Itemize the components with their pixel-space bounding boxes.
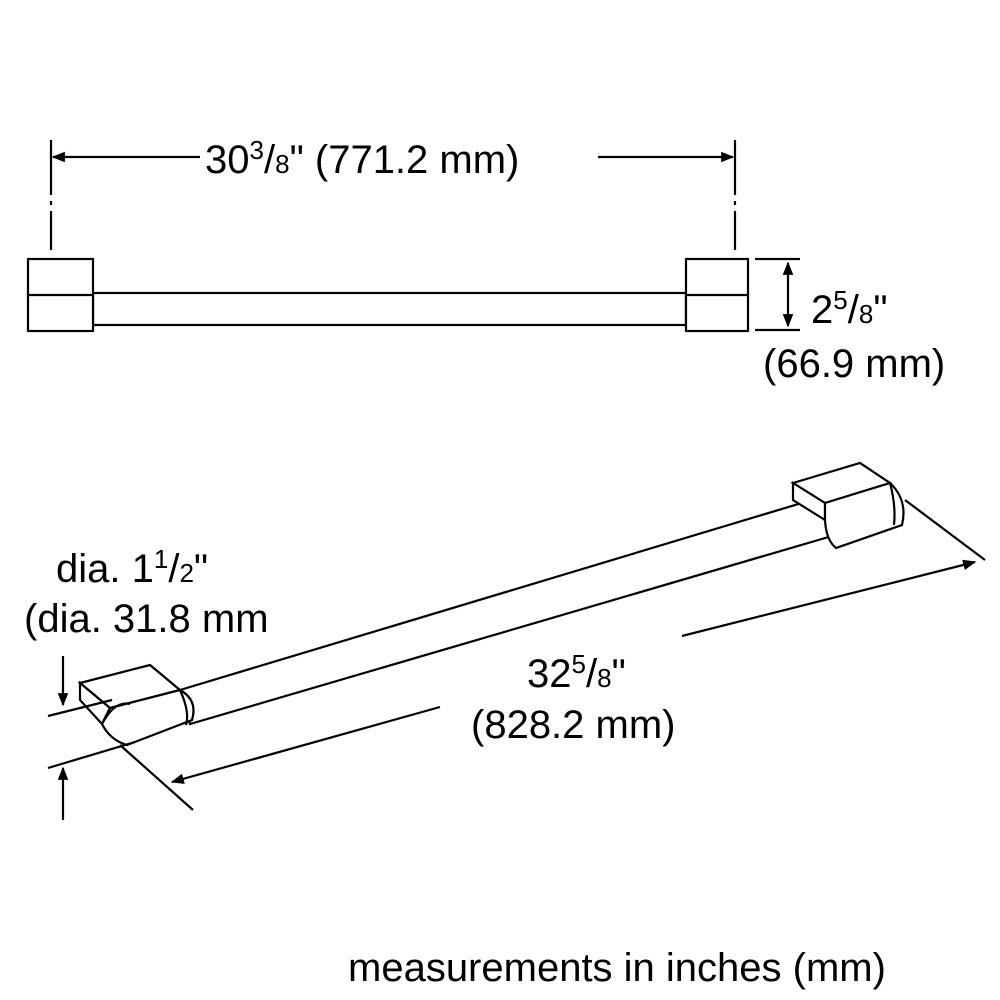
- handle-bar: [91, 291, 688, 327]
- length-numerator: 5: [571, 649, 586, 679]
- length-whole: 32: [527, 652, 572, 696]
- width-dimension-label: 303/8" (771.2 mm): [205, 135, 520, 182]
- diameter-prefix: dia.: [56, 547, 132, 591]
- width-extension-lines: [49, 140, 737, 250]
- iso-view-handle: [77, 461, 905, 747]
- front-view-handle: [26, 257, 750, 333]
- diameter-whole: 1: [131, 547, 154, 591]
- depth-dimension-label: 25/8": [811, 285, 888, 332]
- measurement-units-text: measurements in inches (mm): [348, 946, 886, 990]
- measurement-units-note: measurements in inches (mm): [348, 946, 886, 990]
- diameter-dimension-mm-label: (dia. 31.8 mm: [24, 597, 269, 641]
- diameter-mm: (dia. 31.8 mm: [24, 597, 269, 641]
- depth-mm: (66.9 mm): [763, 342, 946, 386]
- depth-numerator: 5: [833, 285, 848, 315]
- diameter-numerator: 1: [153, 544, 169, 574]
- length-extension-right: [904, 499, 986, 561]
- depth-whole: 2: [811, 288, 834, 332]
- iso-handle-bar: [178, 494, 834, 726]
- diameter-extension-top: [47, 698, 113, 718]
- length-dimension-arrow-left: [170, 705, 441, 784]
- length-extension-left: [119, 744, 194, 811]
- iso-right-mount-boss: [823, 481, 905, 550]
- length-dimension-mm-label: (828.2 mm): [471, 703, 676, 747]
- depth-dimension-mm-label: (66.9 mm): [763, 342, 945, 386]
- diameter-denominator: 2: [179, 558, 194, 588]
- width-mm: (771.2 mm): [314, 138, 520, 182]
- diameter-dimension-label: dia. 11/2": [56, 544, 209, 591]
- length-dimension-arrow-right: [681, 559, 977, 638]
- iso-left-mount-boss: [100, 688, 195, 747]
- length-dimension-label: 325/8": [527, 649, 626, 696]
- length-denominator: 8: [597, 663, 612, 693]
- width-numerator: 3: [249, 135, 264, 165]
- width-whole: 30: [205, 138, 250, 182]
- depth-denominator: 8: [858, 299, 874, 329]
- length-mm: (828.2 mm): [471, 703, 676, 747]
- width-denominator: 8: [275, 149, 290, 179]
